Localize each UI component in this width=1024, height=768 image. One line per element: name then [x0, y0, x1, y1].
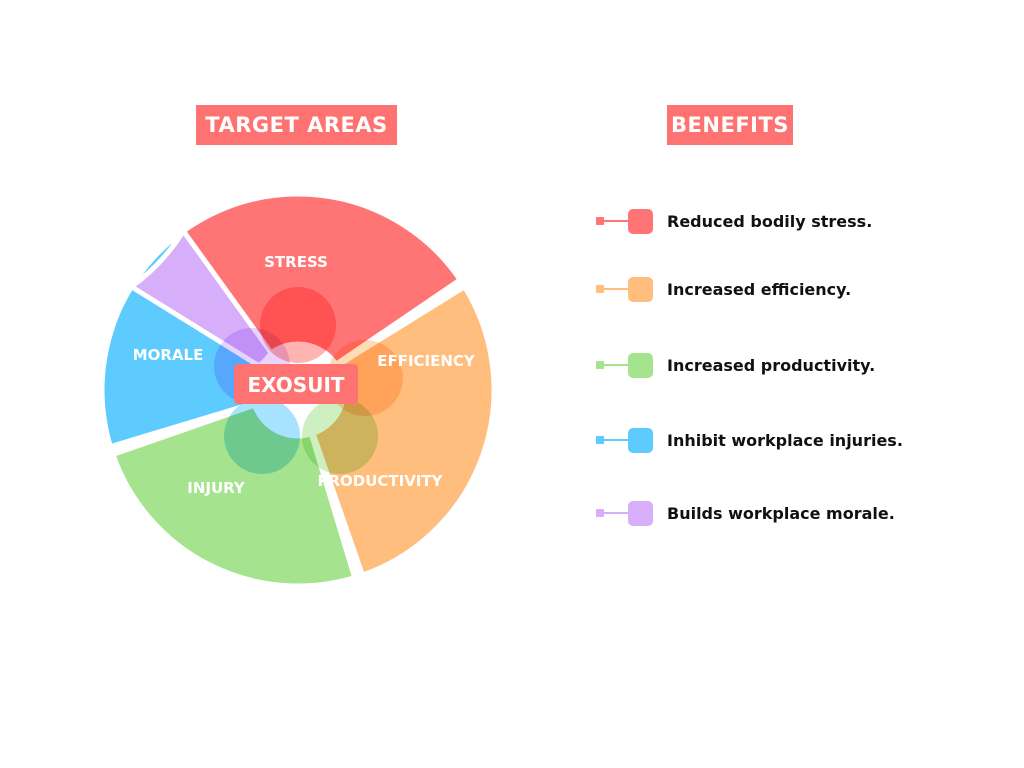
benefit-label: Reduced bodily stress. [667, 211, 873, 231]
benefit-color-square-icon [628, 352, 653, 378]
overlap-injury [224, 398, 300, 474]
benefit-connector [596, 208, 630, 234]
benefits-title: BENEFITS [667, 105, 793, 145]
benefit-color-square-icon [628, 500, 653, 526]
connector-line [602, 364, 630, 366]
connector-line [602, 288, 630, 290]
segment-label-productivity: PRODUCTIVITY [317, 472, 443, 490]
connector-dot-icon [596, 436, 604, 444]
benefit-connector [596, 500, 630, 526]
connector-line [602, 439, 630, 441]
connector-line [602, 512, 630, 514]
benefit-connector [596, 352, 630, 378]
benefit-color-square-icon [628, 208, 653, 234]
benefit-item: Increased productivity. [596, 352, 875, 378]
connector-dot-icon [596, 509, 604, 517]
segment-label-stress: STRESS [264, 253, 328, 271]
wheel-segment-labels: STRESS EFFICIENCY PRODUCTIVITY INJURY MORALE [133, 253, 476, 497]
connector-dot-icon [596, 217, 604, 225]
benefit-item: Builds workplace morale. [596, 500, 895, 526]
benefit-connector [596, 276, 630, 302]
benefit-color-square-icon [628, 427, 653, 453]
benefit-label: Increased productivity. [667, 355, 876, 375]
benefit-item: Increased efficiency. [596, 276, 851, 302]
segment-label-injury: INJURY [187, 479, 246, 497]
benefit-color-square-icon [628, 276, 653, 302]
benefit-connector [596, 427, 630, 453]
connector-line [602, 220, 630, 222]
benefit-label: Builds workplace morale. [667, 503, 895, 523]
segment-label-efficiency: EFFICIENCY [377, 352, 476, 370]
exosuit-center-badge: EXOSUIT [234, 364, 358, 404]
center-badge-label: EXOSUIT [247, 373, 344, 397]
benefit-label: Inhibit workplace injuries. [667, 430, 903, 450]
target-areas-title: TARGET AREAS [196, 105, 397, 145]
benefit-item: Reduced bodily stress. [596, 208, 872, 234]
segment-label-morale: MORALE [133, 346, 204, 364]
connector-dot-icon [596, 285, 604, 293]
benefit-item: Inhibit workplace injuries. [596, 427, 903, 453]
connector-dot-icon [596, 361, 604, 369]
overlap-productivity [302, 398, 378, 474]
center-badge-box [234, 364, 358, 404]
benefit-label: Increased efficiency. [667, 279, 852, 299]
